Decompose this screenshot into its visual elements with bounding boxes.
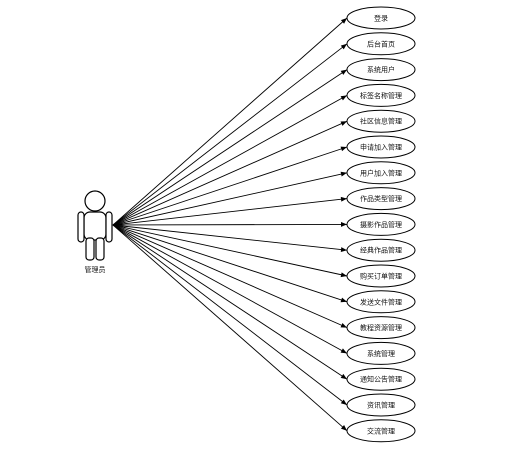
use-case-label: 摄影作品管理 xyxy=(360,220,402,229)
use-case: 摄影作品管理 xyxy=(346,212,416,236)
use-case-ellipse xyxy=(346,367,416,391)
use-case-ellipse xyxy=(346,238,416,262)
use-case: 通知公告管理 xyxy=(346,367,416,391)
actor-right-leg xyxy=(95,237,105,261)
use-case-ellipse xyxy=(346,83,416,107)
use-case-ellipse xyxy=(346,393,416,417)
association-line xyxy=(112,198,348,226)
use-case-label: 登录 xyxy=(374,14,388,23)
actor-left-arm xyxy=(77,211,85,243)
use-case-label: 后台首页 xyxy=(367,39,395,48)
association-line xyxy=(112,69,348,226)
association-arrowhead xyxy=(340,121,347,126)
association-line xyxy=(112,223,348,226)
use-case: 作品类型管理 xyxy=(346,187,416,211)
association-line xyxy=(112,120,348,226)
association-line xyxy=(112,224,348,277)
use-case: 标签名称管理 xyxy=(346,83,416,107)
actor-head xyxy=(84,190,106,212)
use-case-ellipse xyxy=(346,316,416,340)
association-arrowhead xyxy=(340,171,347,177)
use-case-label: 发送文件管理 xyxy=(360,297,402,306)
use-case: 系统用户 xyxy=(346,58,416,82)
use-case-ellipse xyxy=(346,187,416,211)
use-case-ellipse xyxy=(346,135,416,159)
association-line xyxy=(112,95,348,226)
association-arrowhead xyxy=(340,425,347,431)
use-case: 交流管理 xyxy=(346,419,416,443)
use-case: 经典作品管理 xyxy=(346,238,416,262)
use-case: 发送文件管理 xyxy=(346,290,416,314)
use-case-label: 申请加入管理 xyxy=(360,143,402,152)
use-case: 社区信息管理 xyxy=(346,109,416,133)
use-case-ellipse xyxy=(346,290,416,314)
association-arrowhead xyxy=(340,69,347,75)
use-case-ellipse xyxy=(346,341,416,365)
use-case: 购买订单管理 xyxy=(346,264,416,288)
association-line xyxy=(112,224,348,303)
association-arrowhead xyxy=(340,348,347,354)
use-case: 系统管理 xyxy=(346,341,416,365)
use-case-ellipse xyxy=(346,161,416,185)
use-case: 登录 xyxy=(346,6,416,30)
association-line xyxy=(112,224,348,380)
use-case-ellipse xyxy=(346,212,416,236)
use-case-label: 通知公告管理 xyxy=(360,375,402,384)
use-case-list: 登录后台首页系统用户标签名称管理社区信息管理申请加入管理用户加入管理作品类型管理… xyxy=(346,6,416,443)
association-line xyxy=(112,146,348,226)
association-lines xyxy=(112,17,348,432)
use-case: 申请加入管理 xyxy=(346,135,416,159)
actor-right-arm xyxy=(105,211,113,243)
association-arrowhead xyxy=(340,222,347,227)
association-arrowhead xyxy=(340,322,347,328)
association-line xyxy=(112,224,348,329)
use-case-label: 社区信息管理 xyxy=(360,117,402,126)
association-line xyxy=(112,224,348,406)
association-arrowhead xyxy=(340,373,347,380)
association-arrowhead xyxy=(340,43,347,50)
association-arrowhead xyxy=(340,399,347,405)
actor-administrator: 管理员 xyxy=(77,190,113,274)
use-case: 教程资源管理 xyxy=(346,316,416,340)
actor-left-leg xyxy=(85,237,95,261)
association-arrowhead xyxy=(340,297,347,303)
use-case-label: 经典作品管理 xyxy=(360,246,402,255)
association-line xyxy=(112,172,348,226)
use-case-label: 用户加入管理 xyxy=(360,168,402,177)
use-case-ellipse xyxy=(346,58,416,82)
association-line xyxy=(112,224,348,354)
association-arrowhead xyxy=(340,196,347,202)
association-arrowhead xyxy=(340,146,347,152)
association-arrowhead xyxy=(340,18,347,24)
association-arrowhead xyxy=(340,95,347,101)
association-arrowhead xyxy=(340,247,347,252)
association-line xyxy=(112,224,348,251)
use-case-label: 资讯管理 xyxy=(367,401,395,410)
use-case-ellipse xyxy=(346,109,416,133)
use-case-label: 系统管理 xyxy=(367,349,395,358)
use-case-label: 系统用户 xyxy=(367,65,395,74)
association-arrowhead xyxy=(340,272,347,278)
use-case: 用户加入管理 xyxy=(346,161,416,185)
use-case-ellipse xyxy=(346,419,416,443)
use-case-label: 教程资源管理 xyxy=(360,323,402,332)
use-case-label: 交流管理 xyxy=(367,426,395,435)
use-case-label: 标签名称管理 xyxy=(360,91,402,100)
use-case-ellipse xyxy=(346,264,416,288)
association-line xyxy=(112,43,348,226)
use-case-ellipse xyxy=(346,32,416,56)
actor-body xyxy=(83,211,107,241)
actor-label: 管理员 xyxy=(85,265,106,274)
association-line xyxy=(112,17,348,226)
use-case: 后台首页 xyxy=(346,32,416,56)
use-case-label: 作品类型管理 xyxy=(360,194,402,203)
use-case: 资讯管理 xyxy=(346,393,416,417)
use-case-ellipse xyxy=(346,6,416,30)
association-line xyxy=(112,224,348,432)
use-case-label: 购买订单管理 xyxy=(360,272,402,281)
